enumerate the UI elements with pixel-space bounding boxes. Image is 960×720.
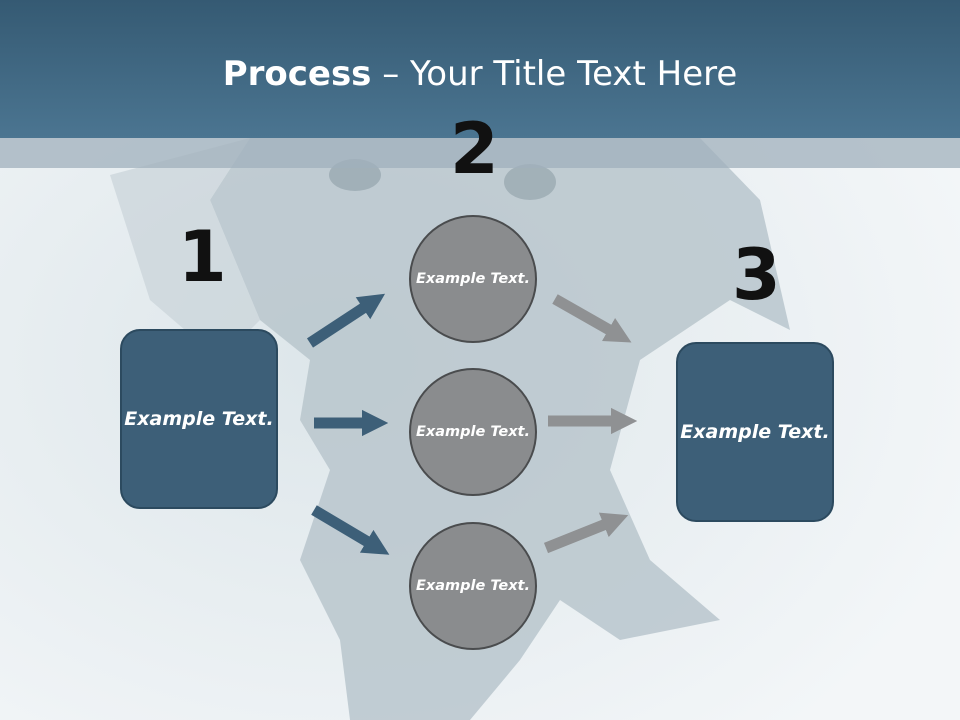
step-number-2: 2 xyxy=(450,108,499,190)
process-circle-bottom-text: Example Text. xyxy=(415,577,531,594)
step-number-3: 3 xyxy=(732,234,781,316)
process-box-step1-text: Example Text. xyxy=(124,407,274,430)
title-bold: Process xyxy=(222,54,372,94)
title-bar xyxy=(0,0,960,138)
step-number-1: 1 xyxy=(178,216,227,298)
title-subbar xyxy=(0,138,960,168)
arrow-right-down-icon xyxy=(311,505,390,555)
process-box-step3-text: Example Text. xyxy=(680,420,830,443)
process-box-step1[interactable]: Example Text. xyxy=(120,329,278,509)
process-circle-middle[interactable]: Example Text. xyxy=(409,368,537,496)
slide-title: Process – Your Title Text Here xyxy=(0,54,960,94)
process-box-step3[interactable]: Example Text. xyxy=(676,342,834,522)
title-rest: – Your Title Text Here xyxy=(371,54,738,94)
arrow-right-up-icon xyxy=(306,293,386,348)
arrow-right-down-gray-icon xyxy=(552,294,632,343)
process-circle-top[interactable]: Example Text. xyxy=(409,215,537,343)
process-circle-top-text: Example Text. xyxy=(415,270,531,287)
arrow-right-up-gray-icon xyxy=(543,512,629,554)
process-circle-bottom[interactable]: Example Text. xyxy=(409,522,537,650)
process-circle-middle-text: Example Text. xyxy=(415,423,531,440)
